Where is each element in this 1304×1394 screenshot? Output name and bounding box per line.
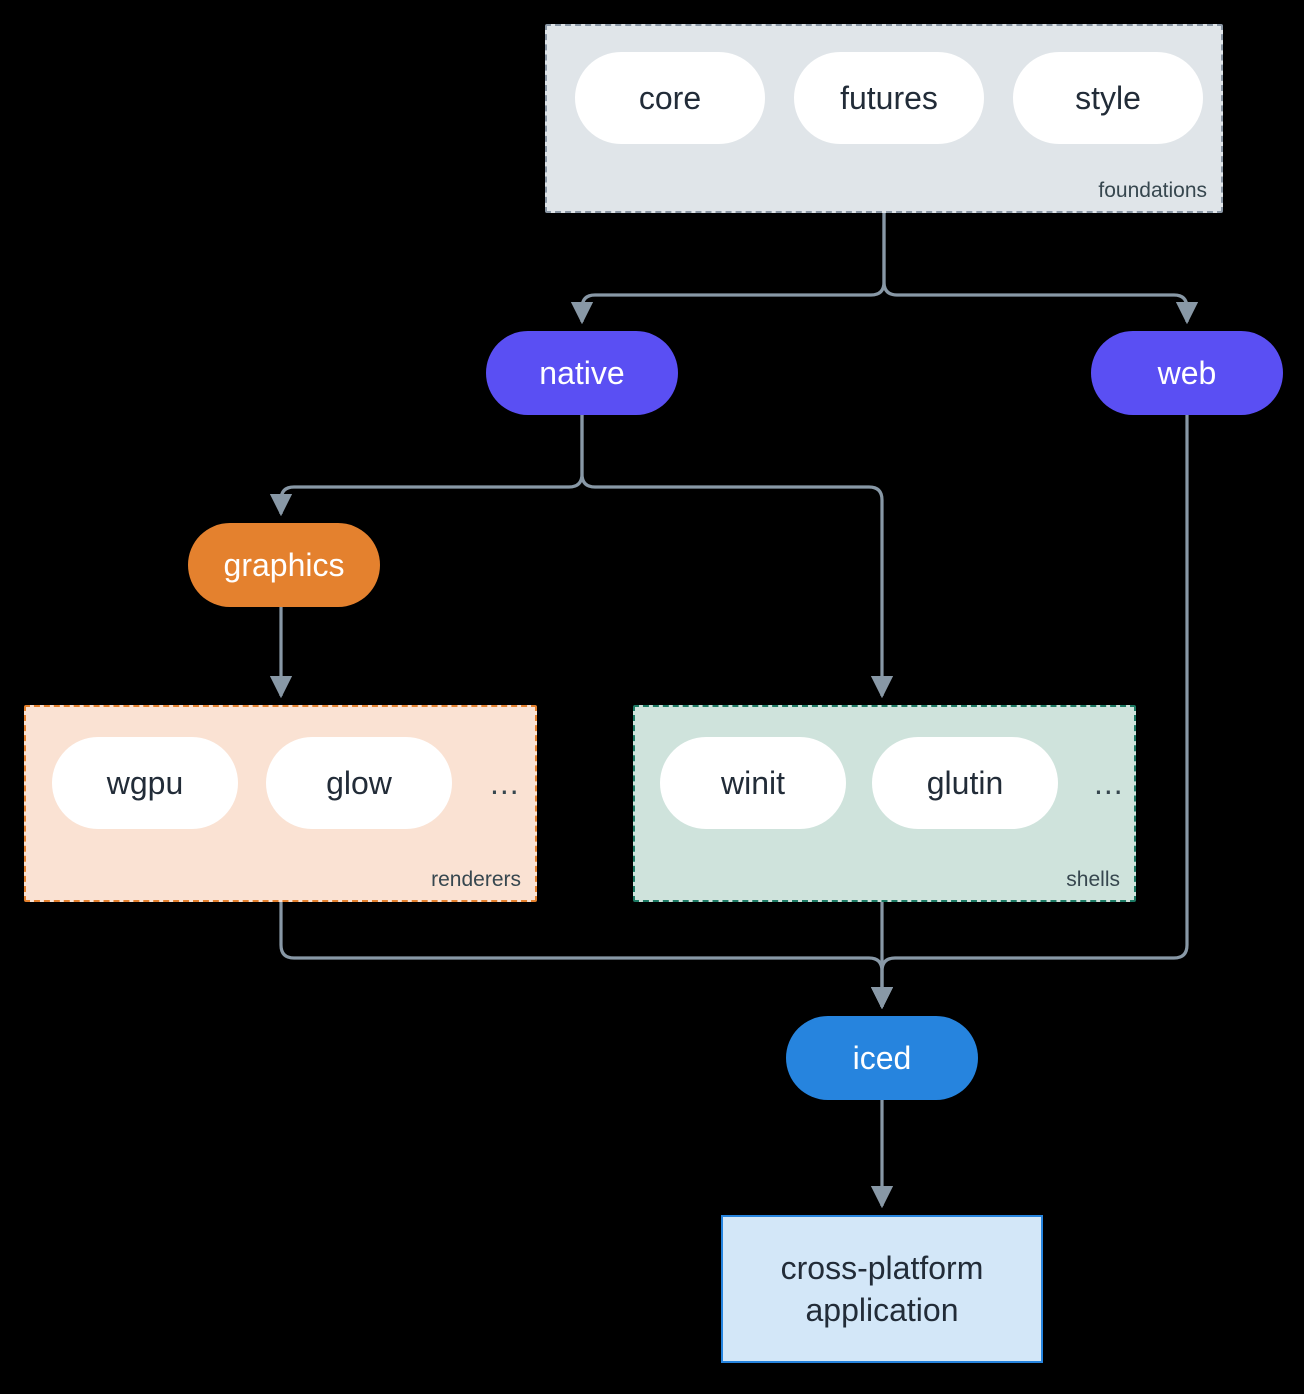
pill-futures[interactable]: futures — [794, 52, 984, 144]
renderers-ellipsis: ... — [490, 765, 520, 801]
cluster-shells-label: shells — [1066, 868, 1120, 891]
edge-native-shells — [580, 415, 894, 699]
shells-ellipsis: ... — [1094, 765, 1124, 801]
cluster-shells: winit glutin ... shells — [633, 705, 1136, 902]
pill-core[interactable]: core — [575, 52, 765, 144]
cluster-foundations-items: core futures style — [575, 52, 1203, 144]
edge-foundations-native — [570, 213, 886, 325]
cluster-foundations: core futures style foundations — [545, 24, 1223, 213]
cluster-renderers-label: renderers — [431, 868, 521, 891]
cluster-renderers: wgpu glow ... renderers — [24, 705, 537, 902]
node-graphics[interactable]: graphics — [188, 523, 380, 607]
cluster-renderers-items: wgpu glow ... — [52, 737, 520, 829]
pill-winit[interactable]: winit — [660, 737, 846, 829]
pill-wgpu[interactable]: wgpu — [52, 737, 238, 829]
application-label-line2: application — [805, 1292, 959, 1328]
node-cross-platform-application[interactable]: cross-platform application — [721, 1215, 1043, 1363]
node-iced[interactable]: iced — [786, 1016, 978, 1100]
cluster-shells-items: winit glutin ... — [660, 737, 1124, 829]
pill-glow[interactable]: glow — [266, 737, 452, 829]
edge-foundations-web — [882, 213, 1199, 325]
cluster-foundations-label: foundations — [1098, 179, 1207, 202]
node-native[interactable]: native — [486, 331, 678, 415]
pill-style[interactable]: style — [1013, 52, 1203, 144]
pill-glutin[interactable]: glutin — [872, 737, 1058, 829]
edge-native-graphics — [269, 415, 584, 517]
edge-renderers-iced — [279, 902, 894, 1010]
node-web[interactable]: web — [1091, 331, 1283, 415]
application-label-line1: cross-platform — [780, 1249, 984, 1286]
